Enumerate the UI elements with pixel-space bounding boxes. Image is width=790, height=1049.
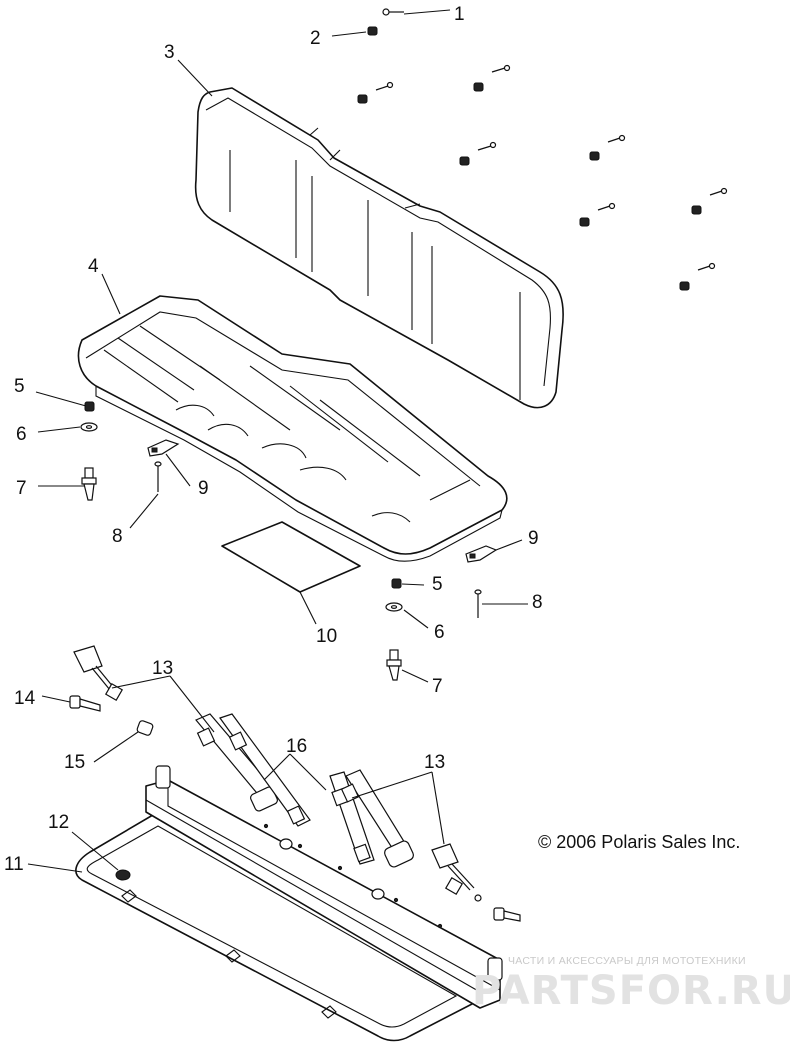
callout-13-left: 13 xyxy=(152,658,173,679)
bolt-right xyxy=(493,907,521,922)
seat-frame-11 xyxy=(75,811,473,1042)
callout-11: 11 xyxy=(4,854,24,875)
callout-10: 10 xyxy=(316,626,337,647)
clip xyxy=(589,151,600,161)
belt-buckle-left xyxy=(73,645,124,702)
washer-6 xyxy=(80,422,98,432)
callout-9-right: 9 xyxy=(528,528,539,549)
clip xyxy=(357,94,368,104)
mounting-bar xyxy=(145,765,503,1009)
watermark: ЧАСТИ И АКСЕССУАРЫ ДЛЯ МОТОТЕХНИКИ PARTS… xyxy=(472,955,790,1014)
washer-6 xyxy=(385,602,403,612)
nut-5 xyxy=(84,401,95,412)
bolt-14 xyxy=(69,695,101,712)
screw xyxy=(697,262,716,271)
callout-13-right: 13 xyxy=(424,752,445,773)
pin-8 xyxy=(474,589,482,618)
screw xyxy=(375,81,394,91)
retractor-belt-16c xyxy=(329,771,375,865)
watermark-logo: PARTSFOR.RU xyxy=(472,968,790,1014)
clip xyxy=(691,205,702,215)
screw xyxy=(491,64,511,73)
leader-lines xyxy=(27,9,528,873)
pin-8 xyxy=(154,461,162,492)
callout-14: 14 xyxy=(14,688,36,709)
seat-cushion xyxy=(77,295,508,562)
callout-1: 1 xyxy=(454,4,465,25)
clip xyxy=(459,156,470,166)
screw xyxy=(709,187,728,196)
spacer-15 xyxy=(136,720,154,736)
callout-9-left: 9 xyxy=(198,478,209,499)
nut-5 xyxy=(391,578,402,589)
clip xyxy=(473,82,484,92)
seat-back xyxy=(194,87,564,409)
callout-6-right: 6 xyxy=(434,622,445,643)
callout-8-left: 8 xyxy=(112,526,123,547)
clip xyxy=(579,217,590,227)
callout-5-right: 5 xyxy=(432,574,443,595)
callout-4: 4 xyxy=(88,256,99,277)
cushion-hardware-right xyxy=(385,545,498,681)
cushion-hardware-left xyxy=(80,401,180,501)
callout-3: 3 xyxy=(164,42,175,63)
callout-5-left: 5 xyxy=(14,376,25,397)
retractor-belt-16b xyxy=(219,713,311,827)
push-pin-7 xyxy=(386,649,402,681)
callout-6-left: 6 xyxy=(16,424,27,445)
copyright-notice: © 2006 Polaris Sales Inc. xyxy=(538,832,740,852)
callout-16: 16 xyxy=(286,736,307,757)
screw xyxy=(477,141,497,151)
seat-pad-10 xyxy=(221,521,361,593)
grommet-12 xyxy=(115,869,131,881)
screw xyxy=(597,202,616,211)
bracket-9 xyxy=(465,545,498,563)
screw xyxy=(607,134,626,143)
callout-labels: 1 2 3 4 5 6 7 8 9 9 5 8 6 10 7 13 14 15 … xyxy=(4,4,543,875)
callout-8-right: 8 xyxy=(532,592,543,613)
callout-7-right: 7 xyxy=(432,676,443,697)
push-pin-7 xyxy=(81,467,97,501)
callout-12: 12 xyxy=(48,812,69,833)
back-hardware xyxy=(357,8,728,291)
seat-belts xyxy=(69,645,521,922)
callout-2: 2 xyxy=(310,28,321,49)
clip-2 xyxy=(367,26,378,36)
screw-1 xyxy=(382,8,404,16)
watermark-tagline: ЧАСТИ И АКСЕССУАРЫ ДЛЯ МОТОТЕХНИКИ xyxy=(508,955,746,967)
belt-buckle-right xyxy=(431,843,482,902)
bracket-9 xyxy=(147,439,180,457)
clip xyxy=(679,281,690,291)
callout-7-left: 7 xyxy=(16,478,27,499)
retractor-belt-16a xyxy=(195,713,281,812)
callout-15: 15 xyxy=(64,752,85,773)
